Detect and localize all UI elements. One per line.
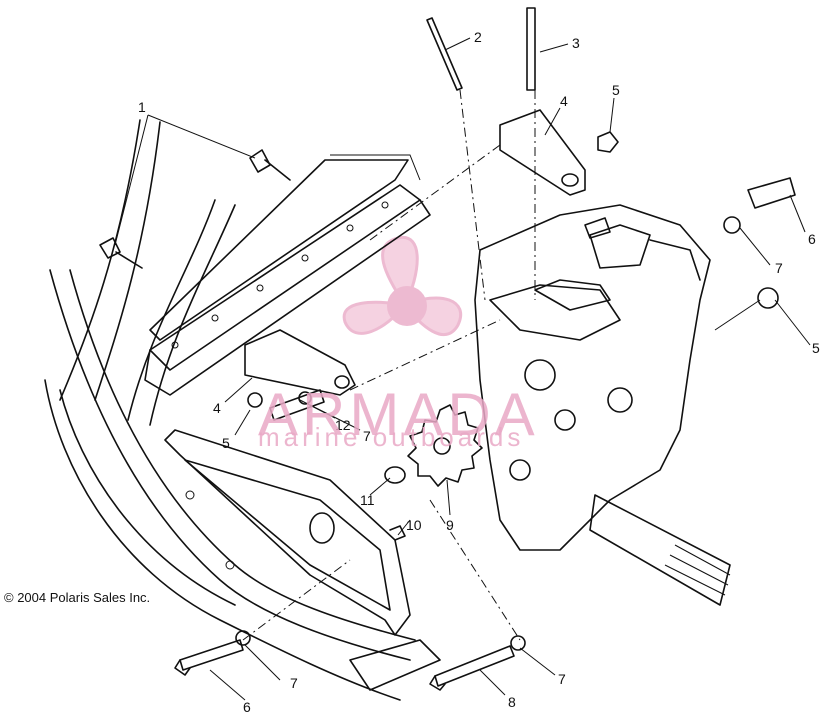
callout-7-lower-right: 7	[558, 671, 566, 687]
leader-lines	[114, 37, 811, 701]
small-parts	[247, 389, 406, 541]
mounting-rail	[144, 154, 431, 396]
callout-11: 11	[360, 492, 375, 508]
callout-8: 8	[508, 694, 516, 710]
callout-7-right: 7	[775, 260, 783, 276]
callout-labels: 1 2 3 4 5 6 7 5 4 5 12 7 11 10 9 7 6 8 7	[138, 29, 820, 714]
watermark-subtitle: marine outboards	[258, 422, 525, 452]
callout-7-lower-left: 7	[290, 675, 298, 691]
lower-plate	[164, 429, 411, 636]
callout-3: 3	[572, 35, 580, 51]
callout-9: 9	[446, 517, 454, 533]
watermark-title: ARMADA	[258, 381, 539, 448]
lower-bolts	[174, 630, 526, 691]
callout-5-right: 5	[812, 340, 820, 356]
copyright-notice: © 2004 Polaris Sales Inc.	[4, 590, 151, 605]
callout-2: 2	[474, 29, 482, 45]
callout-7-middle: 7	[363, 428, 371, 444]
callout-1: 1	[138, 99, 146, 115]
bracket-middle	[244, 329, 356, 396]
callout-4-upper: 4	[560, 93, 568, 109]
callout-12: 12	[335, 417, 351, 433]
gearcase	[474, 204, 731, 606]
callout-5-upper: 5	[612, 82, 620, 98]
callout-6-right: 6	[808, 231, 816, 247]
callout-4-middle: 4	[213, 400, 221, 416]
frame-tubes	[44, 119, 441, 701]
callout-10: 10	[406, 517, 422, 533]
watermark-propeller-icon	[342, 236, 462, 337]
fasteners-right	[597, 131, 796, 309]
sprocket	[407, 404, 483, 487]
frame-bolts	[99, 149, 291, 269]
callout-6-lower: 6	[243, 699, 251, 714]
long-bolts	[426, 7, 536, 91]
assembly-axes	[242, 89, 536, 641]
bracket-upper	[499, 109, 586, 196]
callout-5-middle: 5	[222, 435, 230, 451]
